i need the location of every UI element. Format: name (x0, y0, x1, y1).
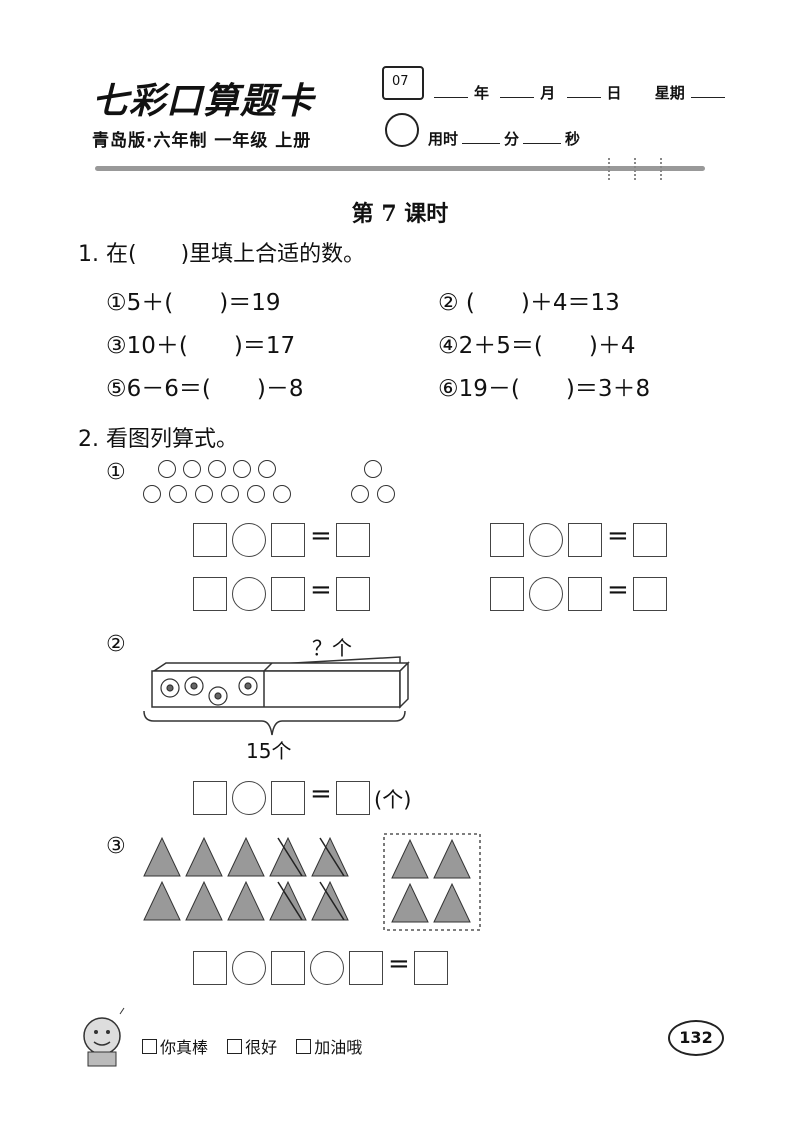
answer-box[interactable] (490, 523, 524, 557)
answer-box[interactable] (349, 951, 383, 985)
operator-circle[interactable] (232, 951, 266, 985)
equals-sign: = (310, 575, 332, 605)
answer-box[interactable] (336, 523, 370, 557)
page-number: 132 (668, 1020, 724, 1056)
answer-box[interactable] (568, 577, 602, 611)
circle-dot (208, 460, 226, 478)
answer-box[interactable] (193, 577, 227, 611)
circle-dot (143, 485, 161, 503)
q2-title: 2. 看图列算式。 (78, 427, 238, 452)
q1-title: 1. 在( )里填上合适的数。 (78, 242, 366, 267)
answer-box[interactable] (336, 577, 370, 611)
circle-dot (195, 485, 213, 503)
rating-checkbox[interactable] (142, 1039, 157, 1054)
sub1-label: ① (106, 460, 126, 485)
operator-circle[interactable] (529, 523, 563, 557)
calendar-icon: 07 (382, 66, 424, 100)
q1-item: ⑥19－( )＝3＋8 (438, 376, 651, 402)
rating-checkbox[interactable] (227, 1039, 243, 1054)
equals-sign: = (607, 575, 629, 605)
header-divider (95, 166, 705, 171)
rating-label: 你真棒 (160, 1038, 209, 1057)
circle-dot (233, 460, 251, 478)
divider-tick (660, 158, 664, 180)
answer-box[interactable] (414, 951, 448, 985)
rating-options: 你真棒 很好 加油哦 (142, 1034, 362, 1058)
answer-box[interactable] (271, 781, 305, 815)
time-line: 用时分秒 (428, 130, 581, 148)
answer-box[interactable] (193, 781, 227, 815)
equals-sign: = (607, 521, 629, 551)
circle-dot (169, 485, 187, 503)
answer-box[interactable] (193, 523, 227, 557)
rating-checkbox[interactable] (296, 1039, 312, 1054)
circle-dot (258, 460, 276, 478)
total-count-label: 15个 (246, 739, 292, 763)
circle-dot (247, 485, 265, 503)
rating-label: 很好 (245, 1038, 278, 1057)
circle-dot (183, 460, 201, 478)
divider-tick (608, 158, 612, 180)
mascot-icon (83, 1007, 125, 1067)
soccer-ball-icon (160, 676, 258, 706)
answer-box[interactable] (271, 577, 305, 611)
equals-sign: = (310, 779, 332, 809)
operator-circle[interactable] (232, 781, 266, 815)
q1-item: ② ( )＋4＝13 (438, 290, 620, 316)
lesson-title: 第 7 课时 (351, 201, 449, 227)
triangle-illustration (143, 833, 481, 931)
answer-box[interactable] (490, 577, 524, 611)
q1-item: ④2＋5＝( )＋4 (438, 333, 636, 359)
operator-circle[interactable] (529, 577, 563, 611)
circle-dot (351, 485, 369, 503)
q1-item: ③10＋( )＝17 (106, 333, 296, 359)
operator-circle[interactable] (232, 523, 266, 557)
q1-item: ①5＋( )＝19 (106, 290, 281, 316)
divider-tick (634, 158, 638, 180)
equals-sign: = (388, 949, 410, 979)
answer-box[interactable] (568, 523, 602, 557)
answer-box[interactable] (271, 951, 305, 985)
calendar-day: 07 (392, 74, 409, 89)
rating-label: 加油哦 (314, 1038, 363, 1057)
operator-circle[interactable] (232, 577, 266, 611)
unit-label: (个) (374, 788, 412, 812)
sub2-label: ② (106, 632, 126, 657)
answer-box[interactable] (633, 523, 667, 557)
ball-box-illustration (143, 656, 410, 736)
unknown-count-label: ？个 (312, 636, 352, 660)
answer-box[interactable] (633, 577, 667, 611)
circle-dot (221, 485, 239, 503)
date-line: 年 月 日 星期 (428, 82, 731, 103)
sub3-label: ③ (106, 834, 126, 859)
circle-dot (158, 460, 176, 478)
edition-label: 青岛版·六年制 一年级 上册 (92, 131, 312, 151)
brand-title: 七彩口算题卡 (92, 80, 315, 122)
answer-box[interactable] (193, 951, 227, 985)
operator-circle[interactable] (310, 951, 344, 985)
clock-icon (385, 113, 419, 147)
q1-item: ⑤6－6＝( )－8 (106, 376, 304, 402)
circle-dot (364, 460, 382, 478)
answer-box[interactable] (271, 523, 305, 557)
answer-box[interactable] (336, 781, 370, 815)
circle-dot (273, 485, 291, 503)
equals-sign: = (310, 521, 332, 551)
circle-dot (377, 485, 395, 503)
